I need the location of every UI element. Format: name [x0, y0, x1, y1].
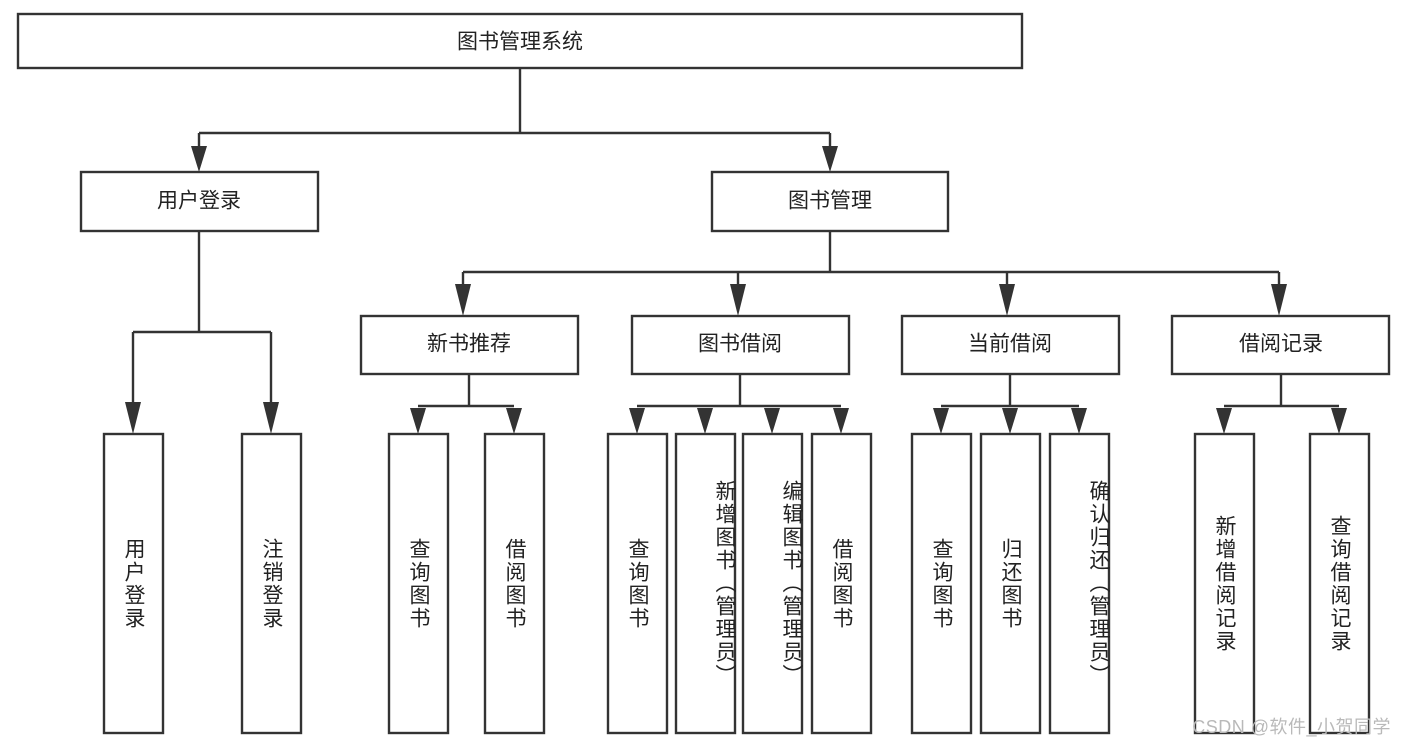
- leaf-query-book-3-box[interactable]: [910, 432, 973, 735]
- node-root[interactable]: 图书管理系统: [16, 12, 1024, 70]
- node-root-label: 图书管理系统: [457, 31, 583, 54]
- leaf-return-book-box[interactable]: [979, 432, 1042, 735]
- leaf-query-record-box[interactable]: [1308, 432, 1371, 735]
- arrow-head-user-login: [191, 146, 207, 172]
- arrow-head-current-borrow: [999, 284, 1015, 316]
- node-book-manage-box[interactable]: [710, 170, 950, 233]
- arrow-head-leaf-borrow-book-2: [833, 408, 849, 434]
- arrow-head-borrow-record: [1271, 284, 1287, 316]
- leaf-logout-box[interactable]: [240, 432, 303, 735]
- connector-group-new-book-recommend: [410, 374, 522, 434]
- leaf-add-record-box[interactable]: [1193, 432, 1256, 735]
- arrow-head-leaf-query-book-3: [933, 408, 949, 434]
- leaf-user-login-box[interactable]: [102, 432, 165, 735]
- node-book-borrow-box[interactable]: [630, 314, 851, 376]
- arrow-head-book-manage: [822, 146, 838, 172]
- node-new-book-recommend-label: 新书推荐: [427, 333, 511, 356]
- arrow-head-leaf-logout: [263, 402, 279, 434]
- arrow-head-new-book-recommend: [455, 284, 471, 316]
- connector-group-user-login: [125, 231, 279, 434]
- connector-group-root: [191, 68, 838, 172]
- node-new-book-recommend[interactable]: 新书推荐: [359, 314, 580, 376]
- arrow-head-leaf-query-record: [1331, 408, 1347, 434]
- watermark-text: CSDN @软件_小贺同学: [1192, 717, 1391, 737]
- leaf-edit-book-box[interactable]: [741, 432, 804, 735]
- arrow-head-leaf-user-login: [125, 402, 141, 434]
- connector-group-borrow-record: [1216, 374, 1347, 434]
- node-user-login[interactable]: 用户登录: [79, 170, 320, 233]
- node-user-login-label: 用户登录: [157, 190, 241, 213]
- node-book-manage-label: 图书管理: [788, 190, 872, 213]
- arrow-head-leaf-add-book: [697, 408, 713, 434]
- node-borrow-record-label: 借阅记录: [1239, 333, 1323, 356]
- arrow-head-leaf-query-book-1: [410, 408, 426, 434]
- node-borrow-record[interactable]: 借阅记录: [1170, 314, 1391, 376]
- leaf-borrow-book-1-box[interactable]: [483, 432, 546, 735]
- node-root-box[interactable]: [16, 12, 1024, 70]
- leaf-confirm-return-box[interactable]: [1048, 432, 1111, 735]
- arrow-head-leaf-add-record: [1216, 408, 1232, 434]
- leaf-add-book-box[interactable]: [674, 432, 737, 735]
- connector-group-book-manage: [455, 231, 1287, 316]
- node-new-book-recommend-box[interactable]: [359, 314, 580, 376]
- arrow-head-leaf-return-book: [1002, 408, 1018, 434]
- node-current-borrow-label: 当前借阅: [968, 333, 1052, 356]
- leaf-query-book-2-box[interactable]: [606, 432, 669, 735]
- node-user-login-box[interactable]: [79, 170, 320, 233]
- leaf-query-book-1-box[interactable]: [387, 432, 450, 735]
- node-current-borrow-box[interactable]: [900, 314, 1121, 376]
- arrow-head-leaf-query-book-2: [629, 408, 645, 434]
- arrow-head-leaf-edit-book: [764, 408, 780, 434]
- leaf-borrow-book-2-box[interactable]: [810, 432, 873, 735]
- arrow-head-leaf-confirm-return: [1071, 408, 1087, 434]
- node-current-borrow[interactable]: 当前借阅: [900, 314, 1121, 376]
- node-book-borrow-label: 图书借阅: [698, 333, 782, 356]
- connector-group-book-borrow: [629, 374, 849, 434]
- arrow-head-leaf-borrow-book-1: [506, 408, 522, 434]
- connector-group-current-borrow: [933, 374, 1087, 434]
- node-book-manage[interactable]: 图书管理: [710, 170, 950, 233]
- arrow-head-book-borrow: [730, 284, 746, 316]
- node-borrow-record-box[interactable]: [1170, 314, 1391, 376]
- node-book-borrow[interactable]: 图书借阅: [630, 314, 851, 376]
